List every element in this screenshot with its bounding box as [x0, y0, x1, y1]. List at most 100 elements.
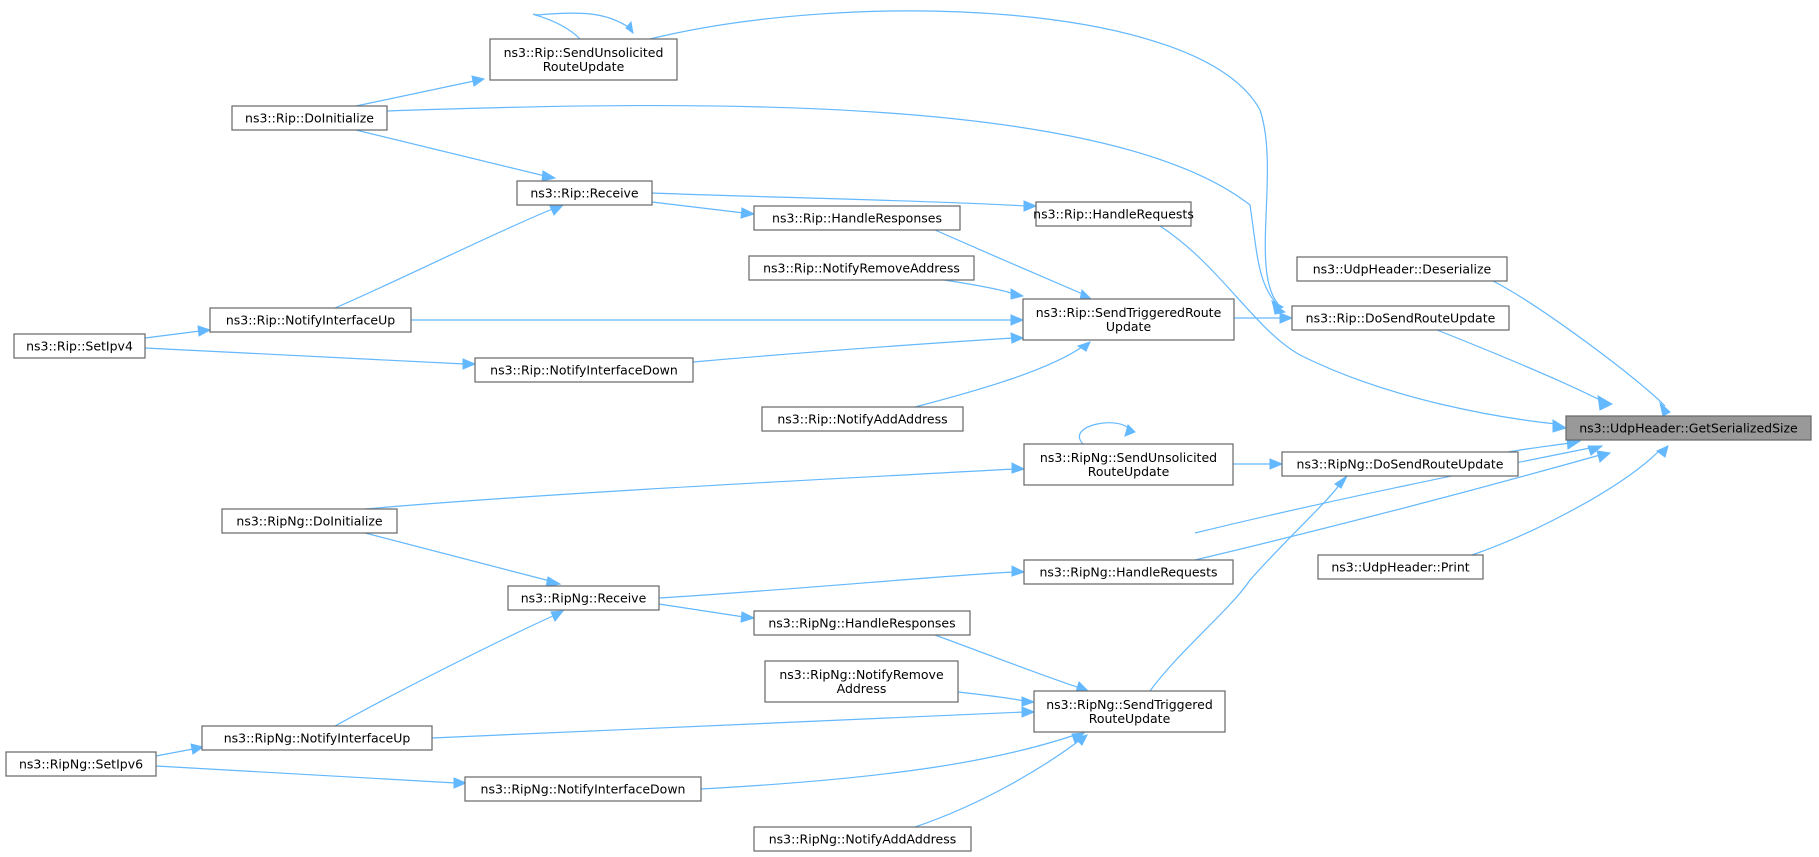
node-box — [201, 725, 433, 751]
node-label: ns3::Rip::SendTriggeredRoute — [1036, 305, 1222, 320]
edge-n_rip_hreq-to-n_target — [1159, 225, 1568, 433]
edge-n_ripng_str-to-n_ripng_dsru — [1149, 474, 1349, 692]
edge-arrowhead — [625, 20, 634, 35]
node-box — [464, 776, 702, 802]
edge-n_rip_setipv4-to-n_rip_nifup — [144, 325, 212, 339]
node-label: ns3::UdpHeader::Deserialize — [1313, 262, 1492, 277]
node-ripng-doinit[interactable]: ns3::RipNg::DoInitialize — [221, 508, 398, 534]
node-ripng-nifup[interactable]: ns3::RipNg::NotifyInterfaceUp — [201, 725, 433, 751]
node-rip-nadd[interactable]: ns3::Rip::NotifyAddAddress — [761, 406, 964, 432]
edge-arrowhead — [453, 777, 468, 789]
node-rip-hreq[interactable]: ns3::Rip::HandleRequests — [1033, 201, 1194, 227]
node-label: ns3::Rip::Receive — [530, 186, 639, 201]
node-box — [5, 751, 157, 777]
node-label: ns3::Rip::NotifyRemoveAddress — [763, 261, 960, 276]
nodes-layer: ns3::UdpHeader::GetSerializedSizens3::Ud… — [5, 38, 1812, 852]
edge-n_rip_recv-to-n_rip_hresp — [651, 201, 756, 219]
edge-n_rip_nifup-to-n_rip_recv — [334, 204, 565, 309]
edge-n_rip_sunsol-to-n_rip_sunsol — [532, 12, 634, 40]
node-label: ns3::UdpHeader::Print — [1331, 560, 1469, 575]
edge-n_rip_doinit-to-n_rip_recv — [355, 129, 557, 182]
node-rip-hresp[interactable]: ns3::Rip::HandleResponses — [753, 205, 961, 231]
edge-arrowhead — [1269, 458, 1284, 470]
node-label: ns3::Rip::SetIpv4 — [26, 339, 133, 354]
edge-line — [1194, 454, 1601, 561]
edge-line — [692, 337, 1014, 363]
edge-line — [334, 614, 556, 727]
edge-line — [658, 571, 1015, 599]
edge-n_ripng_setipv6-to-n_ripng_nifdown — [155, 765, 468, 789]
node-rip-nifup[interactable]: ns3::Rip::NotifyInterfaceUp — [209, 307, 412, 333]
edge-line — [431, 711, 1025, 739]
edge-n_ripng_recv-to-n_ripng_hresp — [658, 603, 756, 623]
node-box — [221, 508, 398, 534]
node-ripng-hreq[interactable]: ns3::RipNg::HandleRequests — [1023, 559, 1234, 585]
node-box — [1317, 554, 1484, 580]
node-udp-deser[interactable]: ns3::UdpHeader::Deserialize — [1296, 256, 1508, 282]
node-box — [474, 357, 694, 383]
node-box — [1281, 451, 1519, 477]
node-box — [516, 180, 653, 206]
edge-n_ripng_doinit-to-n_ripng_recv — [364, 532, 562, 588]
node-box — [753, 826, 972, 852]
node-rip-nremove[interactable]: ns3::Rip::NotifyRemoveAddress — [748, 255, 975, 281]
node-ripng-hresp[interactable]: ns3::RipNg::HandleResponses — [753, 610, 971, 636]
node-box — [753, 205, 961, 231]
node-ripng-nadd[interactable]: ns3::RipNg::NotifyAddAddress — [753, 826, 972, 852]
edge-line — [943, 279, 1014, 295]
edge-line — [651, 192, 1027, 207]
node-label: ns3::Rip::HandleResponses — [772, 211, 942, 226]
node-ripng-nremove[interactable]: ns3::RipNg::NotifyRemoveAddress — [764, 660, 959, 703]
edge-n_ripng_nifup-to-n_ripng_str — [431, 706, 1036, 739]
edge-arrowhead — [1021, 696, 1036, 707]
node-label: ns3::RipNg::DoInitialize — [236, 514, 383, 529]
edge-n_rip_nremove-to-n_rip_str — [943, 279, 1025, 300]
node-box — [1023, 559, 1234, 585]
edge-n_ripng_sunsol-to-n_ripng_dsru — [1233, 458, 1284, 470]
node-rip-nifdown[interactable]: ns3::Rip::NotifyInterfaceDown — [474, 357, 694, 383]
node-box — [13, 333, 146, 359]
node-rip-doinit[interactable]: ns3::Rip::DoInitialize — [231, 105, 388, 131]
node-ripng-nifdown[interactable]: ns3::RipNg::NotifyInterfaceDown — [464, 776, 702, 802]
node-label: ns3::RipNg::DoSendRouteUpdate — [1297, 457, 1504, 472]
node-box — [1291, 305, 1510, 331]
node-label: RouteUpdate — [543, 59, 625, 74]
edge-arrowhead — [1124, 424, 1136, 437]
edge-arrowhead — [1021, 706, 1036, 718]
node-ripng-dsru[interactable]: ns3::RipNg::DoSendRouteUpdate — [1281, 451, 1519, 477]
edge-arrowhead — [1334, 474, 1349, 489]
edge-arrowhead — [550, 610, 565, 622]
node-rip-recv[interactable]: ns3::Rip::Receive — [516, 180, 653, 206]
edge-line — [532, 12, 631, 40]
edge-n_ripng_recv-to-n_ripng_hreq — [658, 565, 1026, 599]
edge-arrowhead — [1659, 401, 1671, 417]
node-rip-setipv4[interactable]: ns3::Rip::SetIpv4 — [13, 333, 146, 359]
node-rip-dsru[interactable]: ns3::Rip::DoSendRouteUpdate — [1291, 305, 1510, 331]
node-udp-print[interactable]: ns3::UdpHeader::Print — [1317, 554, 1484, 580]
edge-n_ripng_sunsol-to-n_ripng_sunsol — [1079, 422, 1136, 445]
node-label: RouteUpdate — [1088, 464, 1170, 479]
node-ripng-recv[interactable]: ns3::RipNg::Receive — [507, 585, 660, 611]
edge-line — [1492, 280, 1666, 407]
edge-arrowhead — [462, 358, 477, 370]
edge-arrowhead — [1010, 288, 1025, 300]
edge-line — [934, 229, 1086, 296]
node-label: ns3::Rip::HandleRequests — [1033, 207, 1194, 222]
edge-arrowhead — [1656, 445, 1669, 458]
edge-line — [1159, 225, 1557, 425]
edge-arrowhead — [1597, 395, 1614, 411]
node-label: RouteUpdate — [1089, 711, 1171, 726]
edge-arrowhead — [541, 170, 557, 182]
node-target[interactable]: ns3::UdpHeader::GetSerializedSize — [1565, 415, 1812, 441]
node-label: ns3::RipNg::NotifyRemove — [779, 667, 944, 682]
edge-arrowhead — [1010, 332, 1025, 344]
edge-line — [355, 80, 475, 107]
edge-n_rip_doinit-to-n_rip_sunsol — [355, 75, 486, 107]
edge-arrowhead — [1011, 462, 1026, 474]
node-label: ns3::RipNg::SendTriggered — [1046, 697, 1213, 712]
node-ripng-setipv6[interactable]: ns3::RipNg::SetIpv6 — [5, 751, 157, 777]
